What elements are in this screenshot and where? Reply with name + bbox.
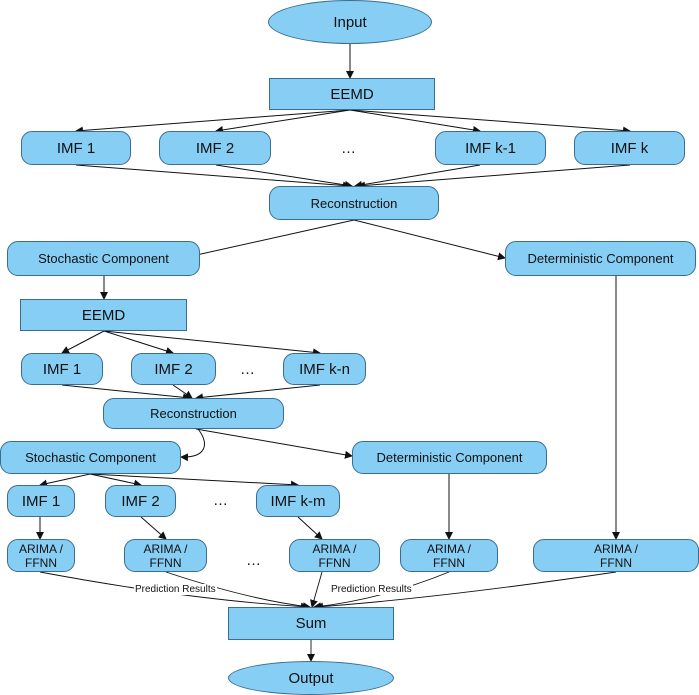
arima-ffnn-node: ARIMA / FFNN bbox=[124, 539, 207, 572]
arrow bbox=[103, 330, 321, 357]
ellipsis: … bbox=[246, 552, 261, 569]
arrow bbox=[297, 516, 323, 540]
model-label-line2: FFNN bbox=[600, 555, 632, 570]
imf-node: IMF 1 bbox=[21, 353, 103, 385]
deterministic-component-node-1: Deterministic Component bbox=[505, 241, 696, 276]
imf-node: IMF k-n bbox=[283, 353, 366, 385]
input-node: Input bbox=[268, 0, 432, 44]
imf-node: IMF k-1 bbox=[435, 131, 546, 165]
model-label-line2: FFNN bbox=[25, 555, 57, 570]
imf-node: IMF k-m bbox=[256, 485, 340, 517]
arrow bbox=[357, 164, 631, 190]
arrow bbox=[195, 428, 353, 459]
arrow bbox=[349, 109, 481, 134]
imf-node: IMF 1 bbox=[7, 485, 75, 517]
arrow bbox=[182, 219, 355, 261]
arrow bbox=[103, 330, 174, 355]
arrow bbox=[165, 571, 311, 611]
arima-ffnn-node: ARIMA / FFNN bbox=[289, 539, 380, 572]
ellipsis: … bbox=[341, 140, 356, 157]
stochastic-component-node-1: Stochastic Component bbox=[7, 241, 200, 276]
deterministic-component-node-2: Deterministic Component bbox=[352, 441, 547, 474]
arrow bbox=[39, 473, 91, 488]
model-label-line2: FFNN bbox=[149, 555, 182, 570]
reconstruction-node-2: Reconstruction bbox=[103, 398, 284, 429]
ellipsis: … bbox=[213, 492, 228, 509]
arrow bbox=[61, 384, 191, 402]
arrow bbox=[75, 109, 351, 135]
arima-ffnn-node: ARIMA / FFNN bbox=[7, 539, 75, 572]
arrow bbox=[61, 330, 105, 354]
model-label-line1: ARIMA / bbox=[426, 541, 471, 556]
model-label-line1: ARIMA / bbox=[18, 541, 63, 556]
model-label-line1: ARIMA / bbox=[593, 541, 638, 556]
output-node: Output bbox=[228, 661, 394, 695]
prediction-results-label: Prediction Results bbox=[330, 584, 413, 595]
eemd-node-2: EEMD bbox=[20, 299, 187, 331]
arrow bbox=[353, 219, 506, 261]
stochastic-component-node-2: Stochastic Component bbox=[0, 441, 181, 474]
arrow bbox=[215, 109, 351, 134]
model-label-line2: FFNN bbox=[433, 555, 465, 570]
imf-node: IMF k bbox=[574, 131, 685, 165]
model-label-line2: FFNN bbox=[318, 555, 351, 570]
arrow bbox=[315, 571, 617, 611]
arrow bbox=[89, 473, 142, 488]
model-label-line1: ARIMA / bbox=[143, 541, 188, 556]
arrow bbox=[180, 428, 205, 462]
model-label-line1: ARIMA / bbox=[312, 541, 357, 556]
arrow bbox=[195, 384, 321, 402]
arrow bbox=[172, 384, 193, 399]
eemd-node-1: EEMD bbox=[269, 78, 435, 110]
ellipsis: … bbox=[240, 361, 255, 378]
arrow bbox=[310, 571, 323, 608]
arrow bbox=[75, 164, 351, 190]
imf-node: IMF 2 bbox=[131, 353, 216, 385]
arima-ffnn-node: ARIMA / FFNN bbox=[533, 539, 699, 572]
imf-node: IMF 2 bbox=[105, 485, 176, 517]
arrow bbox=[349, 109, 631, 135]
arrow bbox=[140, 516, 167, 540]
prediction-results-label: Prediction Results bbox=[134, 584, 217, 595]
imf-node: IMF 2 bbox=[159, 131, 271, 165]
arrow bbox=[89, 473, 299, 489]
sum-node: Sum bbox=[228, 607, 394, 640]
reconstruction-node-1: Reconstruction bbox=[269, 186, 439, 220]
arima-ffnn-node: ARIMA / FFNN bbox=[400, 539, 498, 572]
imf-node: IMF 1 bbox=[21, 131, 131, 165]
arrow bbox=[215, 164, 353, 189]
arrow bbox=[354, 164, 481, 189]
